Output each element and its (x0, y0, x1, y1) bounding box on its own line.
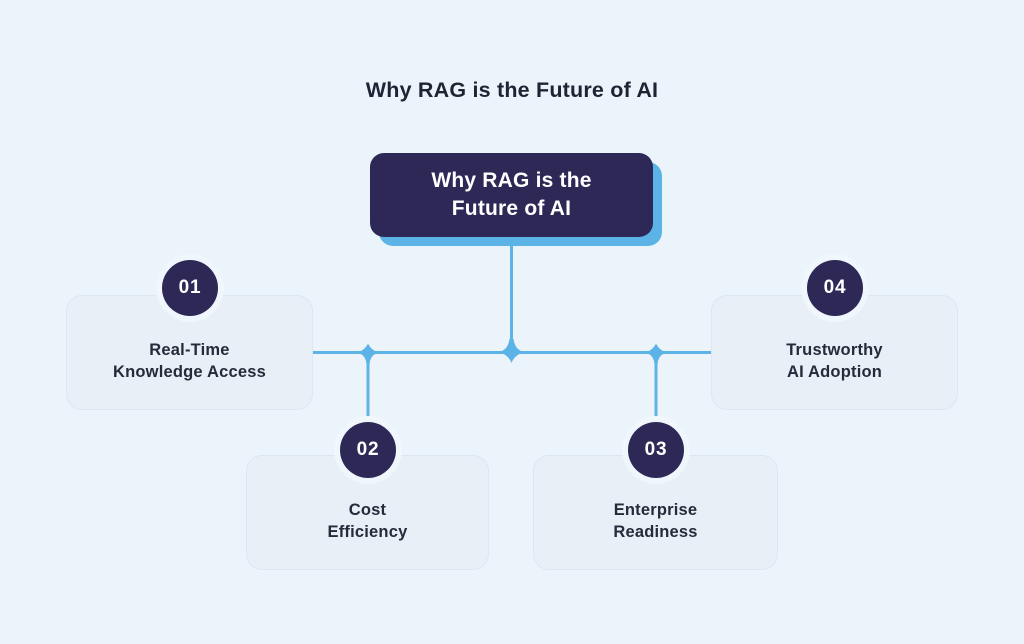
node-card-01: Real-Time Knowledge Access (66, 295, 313, 410)
junction-flare-center (499, 339, 524, 352)
node-label-03-line2: Readiness (613, 523, 698, 541)
junction-flare-02-tip (358, 343, 378, 353)
number-badge-01: 01 (162, 260, 218, 316)
page-title: Why RAG is the Future of AI (365, 78, 659, 102)
root-node: Why RAG is the Future of AI (370, 153, 653, 237)
node-label-02: Cost Efficiency (328, 499, 408, 543)
number-badge-03: 03 (628, 422, 684, 478)
root-node-label-line1: Why RAG is the (431, 169, 592, 192)
root-node-label-line2: Future of AI (451, 197, 572, 220)
junction-flare-03-tip (646, 343, 666, 353)
node-label-02-line1: Cost (348, 501, 387, 519)
node-label-01: Real-Time Knowledge Access (113, 339, 266, 383)
junction-flare-center-tip (501, 352, 522, 363)
node-label-02-line2: Efficiency (327, 523, 408, 541)
number-badge-02: 02 (340, 422, 396, 478)
root-node-label: Why RAG is the Future of AI (431, 167, 591, 223)
node-label-03-line1: Enterprise (613, 501, 698, 519)
node-label-04-line2: AI Adoption (786, 363, 883, 381)
junction-flare-02 (358, 353, 378, 364)
number-badge-04: 04 (807, 260, 863, 316)
node-label-04-line1: Trustworthy (786, 341, 883, 359)
node-label-04: Trustworthy AI Adoption (786, 339, 883, 383)
node-label-01-line2: Knowledge Access (113, 363, 266, 381)
node-label-03: Enterprise Readiness (613, 499, 697, 543)
junction-flare-03 (646, 353, 666, 364)
node-label-01-line1: Real-Time (149, 341, 230, 359)
